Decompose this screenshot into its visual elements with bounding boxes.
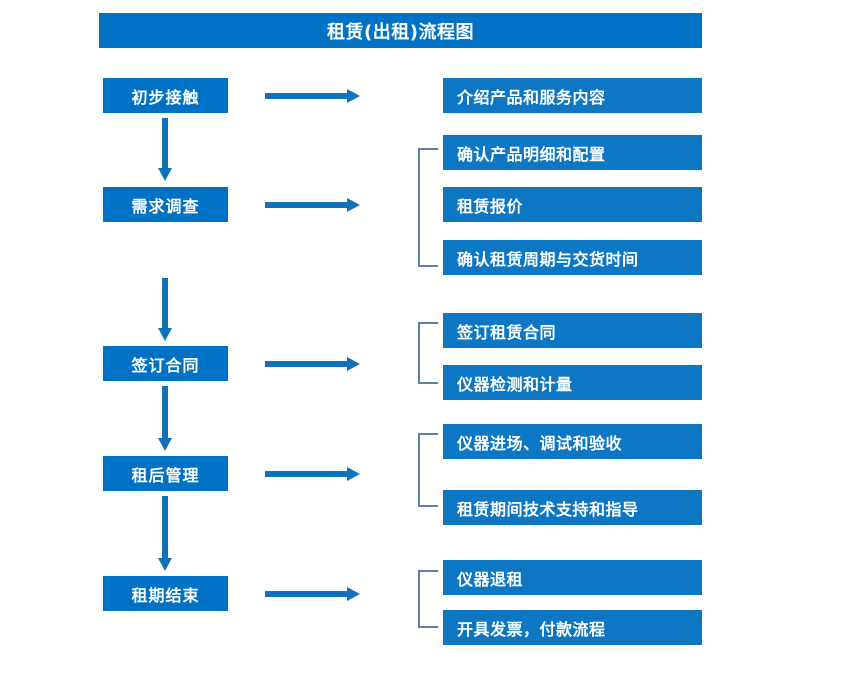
vertical-arrow-1 bbox=[157, 118, 173, 182]
detail-box-2-2[interactable]: 租赁报价 bbox=[443, 187, 702, 222]
group-bracket-3 bbox=[418, 322, 438, 384]
detail-box-2-1[interactable]: 确认产品明细和配置 bbox=[443, 135, 702, 170]
stage-box-3[interactable]: 签订合同 bbox=[103, 346, 228, 381]
detail-box-3-2[interactable]: 仪器检测和计量 bbox=[443, 365, 702, 400]
detail-box-3-1[interactable]: 签订租赁合同 bbox=[443, 313, 702, 348]
vertical-arrow-2 bbox=[157, 278, 173, 342]
horizontal-arrow-1 bbox=[265, 88, 361, 103]
detail-box-4-2[interactable]: 租赁期间技术支持和指导 bbox=[443, 490, 702, 525]
detail-box-2-3[interactable]: 确认租赁周期与交货时间 bbox=[443, 240, 702, 275]
stage-box-4[interactable]: 租后管理 bbox=[103, 456, 228, 491]
stage-box-2[interactable]: 需求调查 bbox=[103, 187, 228, 222]
horizontal-arrow-3 bbox=[265, 356, 361, 371]
group-bracket-5 bbox=[418, 570, 438, 628]
horizontal-arrow-5 bbox=[265, 586, 361, 601]
vertical-arrow-3 bbox=[157, 386, 173, 452]
horizontal-arrow-4 bbox=[265, 466, 361, 481]
detail-box-5-2[interactable]: 开具发票，付款流程 bbox=[443, 610, 702, 645]
horizontal-arrow-2 bbox=[265, 197, 361, 212]
detail-box-1-1[interactable]: 介绍产品和服务内容 bbox=[443, 78, 702, 113]
stage-box-1[interactable]: 初步接触 bbox=[103, 78, 228, 113]
stage-box-5[interactable]: 租期结束 bbox=[103, 576, 228, 611]
detail-box-5-1[interactable]: 仪器退租 bbox=[443, 560, 702, 595]
detail-box-4-1[interactable]: 仪器进场、调试和验收 bbox=[443, 424, 702, 459]
group-bracket-2 bbox=[418, 148, 438, 267]
flowchart-title: 租赁(出租)流程图 bbox=[99, 13, 702, 48]
group-bracket-4 bbox=[418, 433, 438, 507]
vertical-arrow-4 bbox=[157, 496, 173, 572]
